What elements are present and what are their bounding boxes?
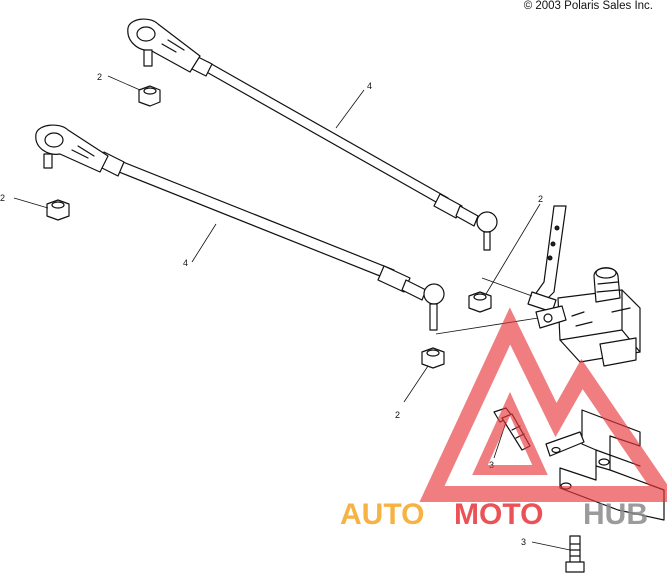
steering-actuator [535, 267, 641, 367]
watermark-moto: MOTO [454, 498, 543, 531]
shift-linkage-arm [527, 205, 567, 313]
callout-nut-center: 2 [538, 194, 543, 204]
lower-tie-rod [35, 124, 445, 331]
nut-upper [138, 85, 161, 107]
watermark-auto: AUTO [340, 498, 424, 531]
nut-left [46, 199, 70, 221]
callout-rod-upper: 4 [367, 81, 372, 91]
callout-nut-mid: 2 [395, 410, 400, 420]
callout-nut-left: 2 [0, 193, 5, 203]
leader-lines [13, 75, 571, 551]
upper-tie-rod [127, 18, 498, 251]
nut-center [468, 291, 492, 313]
bolt-lower [565, 535, 585, 573]
watermark-logo: AUTO MOTO HUB [340, 307, 667, 531]
callout-bolt-lower: 3 [521, 537, 526, 547]
watermark-hub: HUB [583, 498, 648, 531]
copyright-notice: © 2003 Polaris Sales Inc. [523, 0, 653, 12]
nut-mid [421, 347, 445, 369]
callout-rod-lower: 4 [183, 258, 188, 268]
callout-nut-upper: 2 [97, 72, 102, 82]
